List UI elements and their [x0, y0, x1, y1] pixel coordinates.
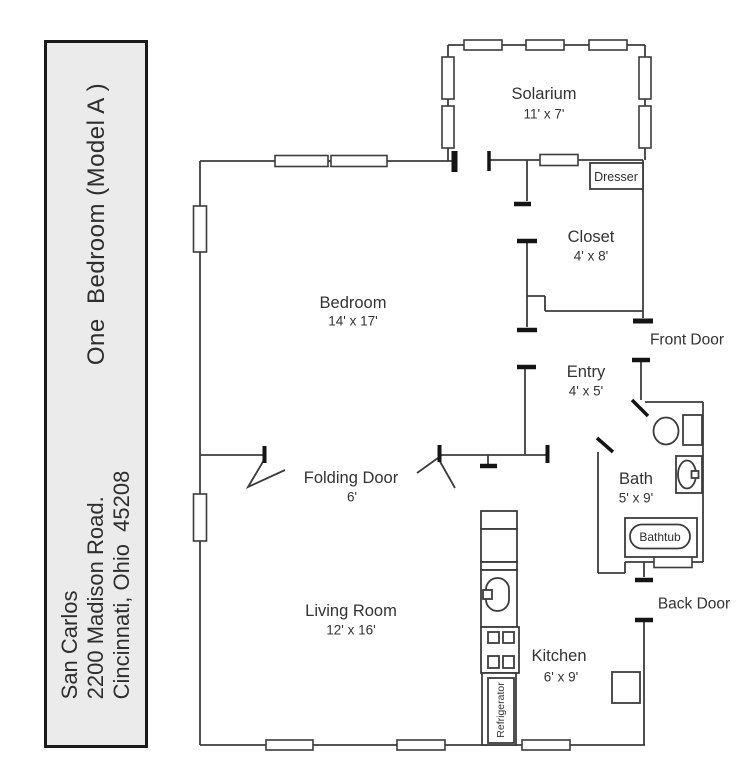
room-label-entry: Entry: [566, 362, 606, 381]
front-door-label: Front Door: [649, 331, 725, 349]
walls: [199, 44, 704, 746]
room-dims-closet: 4' x 8': [573, 248, 609, 264]
title-block-sidebar: [44, 40, 148, 748]
room-dims-solarium: 11' x 7': [523, 106, 565, 122]
refrigerator-label: Refrigerator: [494, 682, 507, 738]
dresser-box: [589, 162, 644, 190]
room-label-bedroom: Bedroom: [319, 293, 387, 312]
room-label-living-room: Living Room: [305, 601, 397, 620]
toilet-icon: [652, 414, 703, 446]
dresser-label: Dresser: [594, 169, 638, 184]
kitchen-sink-icon: [482, 577, 510, 612]
door-swing-icons: [595, 398, 650, 454]
kitchen-pantry-box: [611, 671, 641, 704]
room-dims-entry: 4' x 5': [568, 383, 604, 399]
bathtub-icon: [624, 517, 698, 558]
room-label-closet: Closet: [567, 227, 615, 246]
room-label-solarium: Solarium: [511, 84, 577, 103]
folding-door-label: Folding Door: [303, 468, 399, 487]
door-jambs: [262, 151, 653, 623]
windows: [192, 39, 693, 751]
room-dims-bedroom: 14' x 17': [328, 313, 378, 329]
room-label-kitchen: Kitchen: [531, 646, 587, 665]
folding-door-dims: 6': [346, 489, 358, 505]
stove-icon: [480, 626, 520, 674]
front-door-leaf-icon: [630, 398, 650, 418]
room-dims-bath: 5' x 9': [618, 490, 654, 506]
room-dims-kitchen: 6' x 9': [543, 669, 579, 685]
bathroom-sink-icon: [675, 455, 703, 494]
room-label-bath: Bath: [619, 469, 653, 488]
refrigerator-icon: [481, 672, 517, 746]
room-dims-living-room: 12' x 16': [326, 622, 376, 638]
back-door-label: Back Door: [657, 595, 731, 613]
bathtub-label: Bathtub: [639, 530, 681, 544]
bath-door-leaf-icon: [595, 436, 615, 454]
